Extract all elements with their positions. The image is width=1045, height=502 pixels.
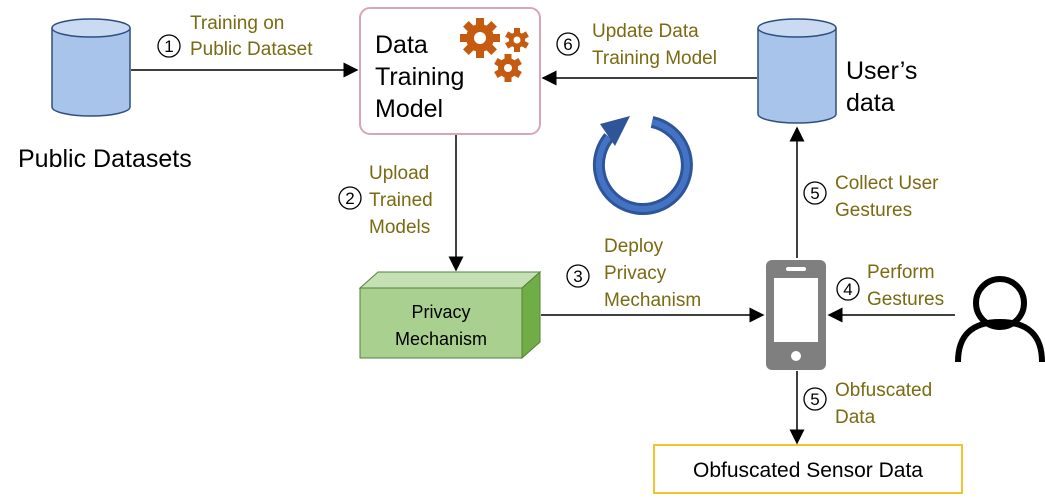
svg-text:1: 1 — [164, 37, 173, 56]
privacy-mechanism-box — [358, 270, 542, 360]
step-3-label-line-1: Deploy — [604, 236, 664, 257]
svg-text:2: 2 — [345, 189, 354, 208]
smartphone-icon — [766, 260, 826, 370]
gears-icon — [460, 18, 529, 82]
public-datasets-label: Public Datasets — [18, 145, 192, 173]
step-6-badge: 6 — [556, 32, 580, 56]
svg-text:5: 5 — [810, 184, 819, 203]
obfuscated-sensor-data-label: Obfuscated Sensor Data — [693, 459, 923, 482]
step-6-label-line-1: Update Data — [592, 21, 699, 42]
public-datasets-database-icon — [51, 18, 131, 117]
obfuscated-sensor-data-box — [653, 444, 963, 494]
svg-text:4: 4 — [843, 280, 852, 299]
privacy-mechanism-line-2: Mechanism — [395, 329, 487, 349]
step-5-collect-badge: 5 — [803, 181, 827, 205]
users-data-database-icon — [757, 18, 837, 124]
step-6-label-line-2: Training Model — [592, 48, 717, 69]
step-3-label-line-3: Mechanism — [604, 290, 701, 311]
step-1-badge: 1 — [157, 34, 181, 58]
cycle-arrow-icon — [592, 116, 693, 216]
step-3-label-line-2: Privacy — [604, 263, 667, 284]
privacy-mechanism-line-1: Privacy — [411, 302, 470, 322]
step-4-label-line-2: Gestures — [867, 289, 944, 310]
step-2-label-line-3: Models — [369, 217, 430, 238]
step-2-label-line-2: Trained — [369, 190, 433, 211]
training-model-line-1: Data — [375, 31, 428, 59]
training-model-line-2: Training — [375, 63, 464, 91]
step-5-collect-label-line-1: Collect User — [835, 173, 939, 194]
step-2-label-line-1: Upload — [369, 163, 429, 184]
step-5-obfuscated-label-line-1: Obfuscated — [835, 380, 932, 401]
svg-text:6: 6 — [563, 35, 572, 54]
step-2-badge: 2 — [338, 186, 362, 210]
step-5-obfuscated-badge: 5 — [803, 387, 827, 411]
svg-text:5: 5 — [810, 390, 819, 409]
step-5-collect-label-line-2: Gestures — [835, 200, 912, 221]
step-5-obfuscated-label-line-2: Data — [835, 407, 876, 428]
step-1-label-line-2: Public Dataset — [190, 39, 313, 60]
users-data-line-1: User’s — [846, 57, 917, 85]
step-1-label-line-1: Training on — [190, 13, 284, 34]
users-data-line-2: data — [846, 89, 895, 117]
svg-text:3: 3 — [573, 267, 582, 286]
user-icon — [955, 276, 1045, 363]
step-4-label-line-1: Perform — [867, 262, 935, 283]
training-model-line-3: Model — [375, 95, 443, 123]
step-4-badge: 4 — [836, 277, 860, 301]
step-3-badge: 3 — [566, 264, 590, 288]
